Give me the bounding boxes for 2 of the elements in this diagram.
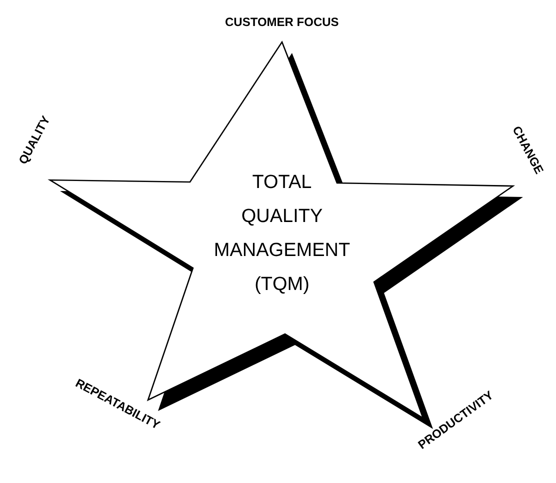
tip-label: CUSTOMER FOCUS: [225, 15, 339, 29]
star-label: TOTAL QUALITY MANAGEMENT (TQM): [212, 171, 352, 297]
